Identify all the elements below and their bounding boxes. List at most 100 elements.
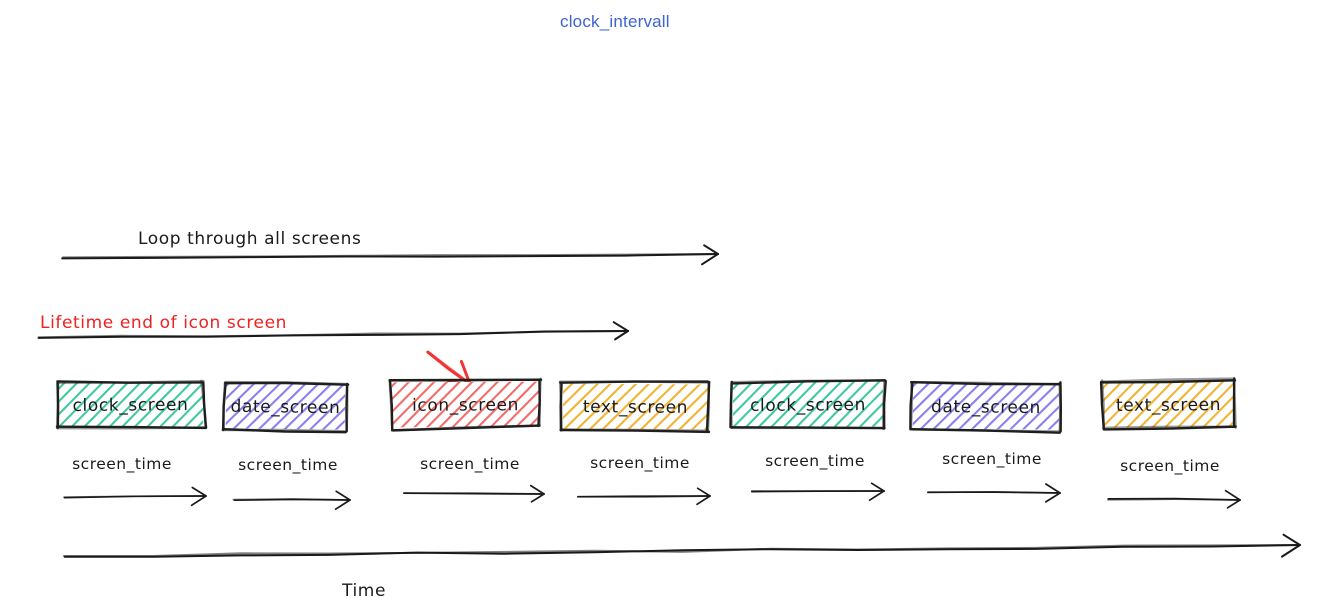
screen-box-outline	[388, 378, 543, 382]
screen-box-outline	[559, 380, 710, 384]
screen-box-outline	[1099, 380, 1106, 431]
screen-box-label: clock_screen	[72, 395, 188, 416]
screen-box-outline	[537, 379, 541, 428]
screen-box-outline	[56, 380, 204, 384]
screen-box-outline	[559, 381, 563, 432]
screen-box-fill	[562, 383, 709, 430]
screen-box-outline	[729, 380, 733, 429]
screen-box-outline	[730, 379, 887, 384]
screen-box-outline	[57, 379, 205, 385]
screen-time-arrow-5: screen_time	[926, 450, 1061, 503]
screen-box-icon-screen-2[interactable]: icon_screen	[388, 377, 543, 432]
screen-box-fill	[732, 381, 884, 428]
screen-box-outline	[55, 425, 208, 430]
screen-box-date-screen-5[interactable]: date_screen	[909, 380, 1062, 434]
screen-box-label: text_screen	[583, 397, 688, 418]
screen-box-outline	[200, 379, 208, 428]
screen-box-outline	[1232, 377, 1236, 428]
screen-box-outline	[1232, 378, 1237, 429]
screen-box-clock-screen-0[interactable]: clock_screen	[55, 379, 208, 430]
screen-box-outline	[909, 380, 914, 429]
screen-time-arrow-6: screen_time	[1106, 457, 1241, 509]
screen-box-outline	[221, 382, 227, 432]
screen-box-outline	[705, 380, 711, 432]
screen-box-outline	[729, 381, 733, 430]
screen-box-outline	[706, 381, 711, 433]
screen-box-outline	[910, 380, 1061, 386]
screen-box-outline	[558, 380, 563, 432]
screen-box-outline	[221, 428, 348, 433]
screen-box-outline	[1100, 379, 1105, 430]
screen-box-outline	[729, 426, 886, 430]
screen-time-arrow-1: screen_time	[232, 456, 351, 511]
screen-box-outline	[388, 378, 394, 431]
screen-time-arrow-0: screen_time	[63, 455, 207, 507]
screen-box-outline	[1101, 425, 1237, 430]
time-axis: Time	[62, 533, 1301, 601]
screen-box-date-screen-1[interactable]: date_screen	[221, 380, 350, 434]
screen-time-label: screen_time	[420, 455, 520, 474]
screen-time-arrow-4: screen_time	[750, 452, 885, 502]
screen-box-text-screen-6[interactable]: text_screen	[1099, 377, 1237, 431]
diagram-title: clock_intervall	[560, 12, 670, 31]
screen-box-outline	[388, 378, 542, 382]
screen-box-outline	[909, 428, 1061, 433]
screen-box-fill	[391, 381, 540, 428]
screen-box-outline	[223, 381, 350, 386]
screen-box-outline	[1099, 379, 1237, 384]
loop-through-screens-label: Loop through all screens	[138, 229, 361, 249]
screen-box-outline	[911, 380, 1061, 386]
screen-time-label: screen_time	[72, 455, 172, 474]
screen-box-label: date_screen	[931, 397, 1041, 418]
screen-box-text-screen-3[interactable]: text_screen	[558, 380, 711, 434]
screen-time-label: screen_time	[238, 456, 338, 475]
screen-box-outline	[56, 381, 60, 429]
screen-time-label: screen_time	[765, 452, 865, 471]
screen-box-outline	[390, 424, 541, 432]
screen-time-arrows-group: screen_time screen_time screen_time screen_…	[63, 450, 1241, 511]
screen-time-label: screen_time	[1120, 457, 1220, 476]
screen-box-outline	[224, 380, 349, 386]
screen-box-outline	[56, 426, 208, 430]
lifetime-end-icon-screen-label: Lifetime end of icon screen	[40, 313, 287, 333]
screen-box-label: date_screen	[230, 397, 340, 418]
screen-box-outline	[202, 381, 207, 428]
screen-box-outline	[538, 377, 542, 427]
screen-box-outline	[1102, 425, 1237, 431]
screen-box-fill	[912, 383, 1060, 430]
screen-box-fill	[1102, 381, 1235, 428]
screen-box-outline	[882, 379, 887, 430]
screen-box-outline	[222, 381, 227, 432]
screen-time-arrow-3: screen_time	[576, 454, 711, 506]
screen-box-outline	[55, 381, 60, 430]
screen-box-outline	[560, 428, 710, 432]
screen-boxes-group: clock_screen date_screen icon_screen text_s…	[55, 377, 1237, 434]
screen-box-outline	[559, 428, 711, 434]
screen-box-outline	[910, 427, 1061, 434]
screen-time-label: screen_time	[590, 454, 690, 473]
screen-box-label: clock_screen	[750, 395, 866, 416]
screen-box-outline	[392, 424, 541, 432]
screen-box-outline	[345, 382, 349, 433]
screen-box-label: text_screen	[1116, 395, 1221, 416]
screen-box-fill	[225, 383, 346, 430]
screen-box-outline	[731, 426, 885, 430]
screen-box-outline	[1100, 377, 1235, 383]
screen-box-outline	[881, 378, 886, 431]
screen-box-outline	[345, 383, 349, 432]
screen-box-outline	[1058, 381, 1062, 434]
screen-box-label: icon_screen	[412, 395, 519, 416]
screen-box-outline	[222, 428, 347, 434]
screen-time-arrow-2: screen_time	[403, 455, 545, 503]
screen-box-outline	[732, 379, 886, 385]
screen-box-clock-screen-4[interactable]: clock_screen	[729, 378, 887, 431]
screen-time-label: screen_time	[942, 450, 1042, 469]
screen-box-outline	[559, 380, 711, 384]
screen-box-outline	[909, 381, 914, 431]
time-axis-label: Time	[341, 581, 386, 601]
screen-box-fill	[57, 381, 204, 428]
screen-box-outline	[1059, 381, 1062, 433]
